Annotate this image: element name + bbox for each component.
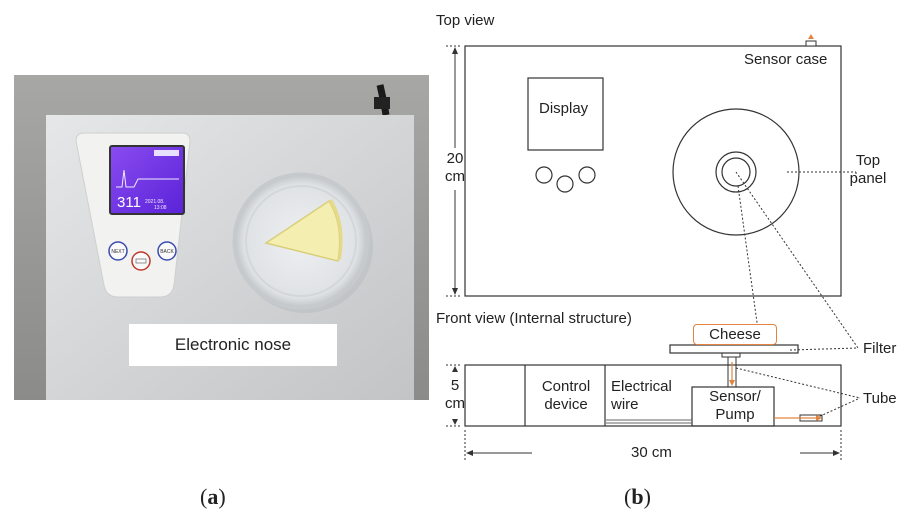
exhaust-tube [799, 414, 823, 422]
power-button[interactable] [131, 251, 151, 271]
front-view-title: Front view (Internal structure) [436, 310, 632, 327]
display-label: Display [539, 100, 589, 117]
display-box [527, 77, 604, 151]
sensor-case-label: Sensor case [744, 51, 828, 68]
control-device-line2: device [544, 396, 588, 413]
button-circle-1 [535, 166, 553, 184]
battery-icon [154, 150, 179, 156]
control-device-line1: Control [541, 378, 591, 395]
top-height-dimension [446, 45, 462, 297]
electronic-nose-label: Electronic nose [129, 324, 337, 366]
top-view-outline [464, 45, 842, 297]
filter-inner-circle [721, 157, 751, 187]
power-button-mark [135, 258, 147, 264]
front-height-unit: cm [445, 395, 465, 412]
caption-a-letter: a [207, 484, 219, 509]
sensor-case-arrow [808, 34, 814, 39]
width-label: 30 cm [631, 444, 672, 461]
sensor-case-tab [805, 40, 817, 47]
signal-trace [116, 169, 179, 188]
electrical-wire-line1: Electrical [611, 378, 672, 395]
screen-reading: 311 [117, 194, 141, 211]
lcd-screen [109, 145, 185, 215]
back-button-label: BACK [160, 249, 174, 255]
sensor-pump-box [691, 386, 775, 427]
filter-outer-circle [715, 151, 757, 193]
top-panel-label-line1: Top [855, 152, 881, 169]
top-height-unit: cm [445, 168, 465, 185]
top-panel-circle [672, 108, 800, 236]
tube-label: Tube [863, 390, 897, 407]
top-panel-label: Top panel [848, 152, 888, 188]
sensor-pump-line2: Pump [715, 406, 755, 423]
top-height-value: 20 [446, 150, 464, 167]
petri-dish-inner-rim [245, 185, 357, 297]
width-dimension [464, 430, 842, 462]
screen-time: 13:08 [154, 205, 167, 211]
sensor-pump-line1: Sensor/ [709, 388, 761, 405]
cheese-label: Cheese [693, 324, 777, 345]
button-circle-2 [556, 175, 574, 193]
front-top-panel [669, 344, 799, 354]
leader-lines [735, 171, 861, 419]
electronic-nose-photo: 311 2021.08. 13:08 NEXT BACK Electronic … [14, 75, 429, 400]
control-device-label: Control device [530, 378, 602, 414]
caption-b-letter: b [631, 484, 644, 509]
front-view-outline [464, 364, 842, 427]
exhaust-flow-arrow [816, 415, 822, 421]
top-height-label: 20 cm [436, 150, 474, 186]
next-button[interactable] [108, 241, 128, 261]
caption-b: (b) [624, 484, 651, 509]
next-button-label: NEXT [111, 249, 124, 255]
button-circle-3 [578, 166, 596, 184]
air-flow-arrow [729, 380, 735, 386]
front-filter [721, 352, 741, 358]
screen-date: 2021.08. [145, 199, 164, 205]
top-view-title: Top view [436, 12, 495, 29]
cable-plug [374, 97, 390, 109]
filter-label: Filter [863, 340, 897, 357]
back-button[interactable] [157, 241, 177, 261]
sensor-pump-label: Sensor/ Pump [700, 388, 770, 424]
top-panel-label-line2: panel [849, 170, 887, 187]
caption-a: (a) [200, 484, 226, 509]
front-height-dimension [446, 364, 462, 427]
cheese-rind [329, 199, 343, 261]
photo-drawing: 311 2021.08. 13:08 NEXT BACK [14, 75, 429, 400]
electrical-wire-label: Electrical wire [611, 378, 672, 414]
electrical-wire-line2: wire [611, 396, 639, 413]
front-height-value: 5 [450, 377, 460, 394]
front-tube-vertical [727, 356, 737, 388]
front-height-label: 5 cm [436, 377, 474, 413]
